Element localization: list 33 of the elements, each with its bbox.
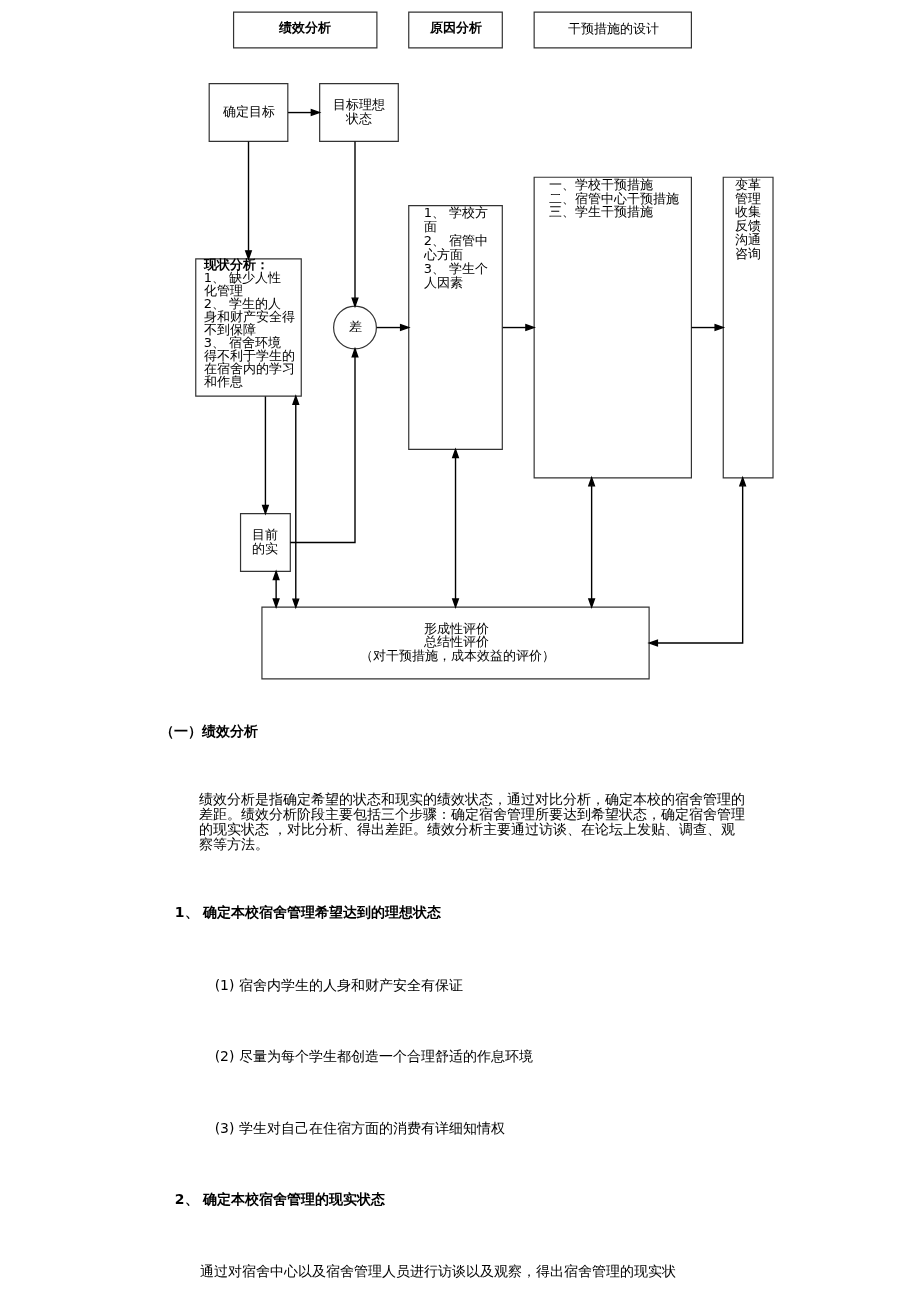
node-box: 1、 学校方面 2、 宿管中心方面 3、 学生个人因素 — [407, 205, 503, 451]
node-box: 绩效分析 — [232, 11, 377, 49]
node-box: 目前的实 — [239, 513, 291, 572]
arrow — [286, 108, 321, 117]
node-box: 干预措施的设计 — [533, 11, 692, 49]
node-circle: 差 — [332, 305, 377, 350]
node-box: 一、学校干预措施 二、宿管中心干预措施 三、学生干预措施 — [533, 176, 692, 479]
label: (1) 宿舍内学生的人身和财产安全有保证 — [214, 976, 463, 993]
node-box: 变革管理 收集反馈 沟通咨询 — [722, 176, 774, 479]
arrow — [350, 140, 359, 309]
arrow — [375, 323, 411, 332]
node-box: 原因分析 — [407, 11, 503, 49]
arrow — [291, 394, 300, 610]
node-box: 确定目标 — [208, 83, 288, 142]
label: 通过对宿舍中心以及宿舍管理人员进行访谈以及观察，得出宿舍管理的现实状 — [199, 1263, 676, 1280]
label: 2、 确定本校宿舍管理的现实状态 — [174, 1190, 385, 1207]
arrow — [646, 475, 746, 647]
arrow — [271, 569, 280, 609]
arrow — [289, 346, 359, 544]
arrow — [261, 395, 269, 516]
node-box: 形成性评价 总结性评价 （对干预措施，成本效益的评价） — [260, 606, 650, 680]
arrow — [501, 323, 536, 332]
label: （一）绩效分析 — [159, 722, 258, 739]
arrow — [587, 475, 595, 610]
arrow — [244, 140, 252, 261]
label: 1、 确定本校宿舍管理希望达到的理想状态 — [174, 903, 441, 920]
arrow — [451, 447, 459, 610]
node-box: 现状分析： 1、 缺少人性化管理 2、 学生的人身和财产安全得不到保障 3、 宿舍环境得不利于学生的在宿舍内的学习和作息 — [194, 258, 302, 397]
label: 绩效分析是指确定希望的状态和现实的绩效状态，通过对比分析，确定本校的宿舍管理的差距。绩效分析阶段主要包括三个步骤：确定宿舍管理所要达到希望状态，确定宿舍管理的现实状态 ，对比分析、得出差距。绩效分析主要通过访谈、在论坛上发贴、调查、观察等方法。 — [198, 791, 745, 853]
arrow — [690, 323, 725, 332]
label: (2) 尽量为每个学生都创造一个合理舒适的作息环境 — [214, 1048, 533, 1065]
node-box: 目标理想状态 — [318, 83, 399, 142]
label: (3) 学生对自己在住宿方面的消费有详细知情权 — [214, 1119, 505, 1136]
